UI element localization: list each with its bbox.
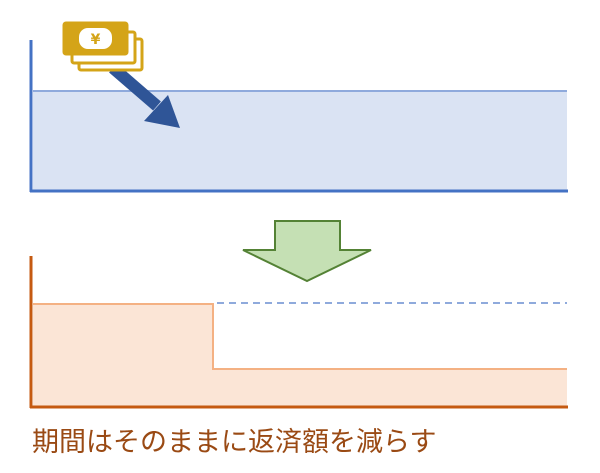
bottom-balance-area <box>33 304 567 406</box>
yen-symbol: ¥ <box>91 32 101 48</box>
diagram-caption: 期間はそのままに返済額を減らす <box>32 427 437 458</box>
top-balance-panel <box>29 40 568 193</box>
top-balance-area <box>33 91 567 191</box>
transition-down-arrow <box>242 220 372 283</box>
bottom-balance-panel <box>29 256 568 409</box>
bottom-balance-step-line <box>33 303 567 370</box>
banknote-stack-icon: ¥ <box>62 21 144 72</box>
payment-arrow <box>109 63 180 128</box>
